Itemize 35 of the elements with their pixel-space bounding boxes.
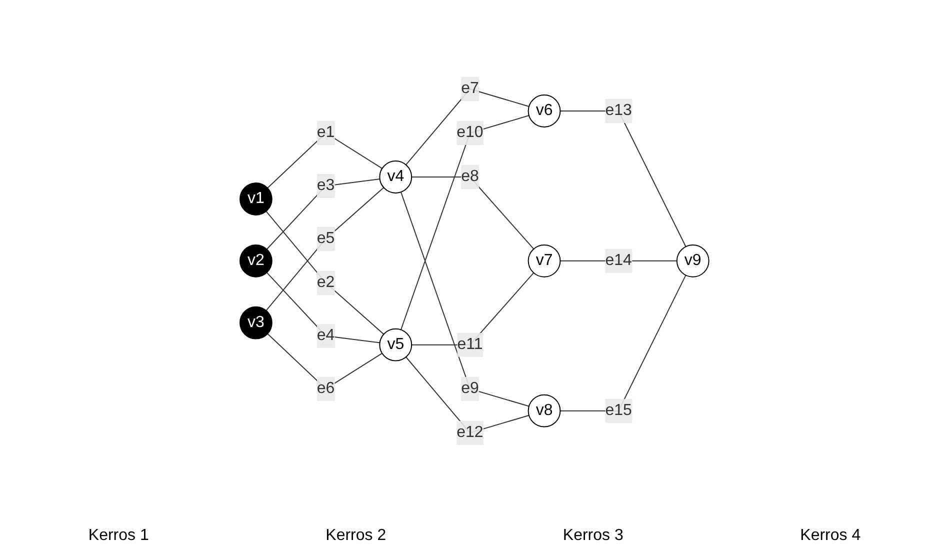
edge-label: e1	[316, 124, 335, 141]
node-circle: v7	[528, 244, 561, 277]
edge-label: e7	[461, 80, 479, 97]
edge-label: e6	[316, 379, 335, 396]
edge-label: e3	[316, 176, 335, 194]
layer-label: Kerros 1	[88, 527, 149, 545]
node-circle: v8	[528, 394, 561, 427]
connector	[266, 210, 384, 334]
connector	[411, 176, 534, 250]
edge-label: e15	[605, 401, 632, 418]
connector	[400, 191, 530, 406]
node-circle: v6	[528, 94, 561, 128]
edge-label: e11	[457, 335, 483, 352]
edge-label: e12	[456, 423, 484, 440]
edge-label: e14	[605, 252, 632, 268]
node-circle: v2	[240, 244, 272, 277]
node-circle: v9	[676, 244, 710, 277]
edge-label: e9	[461, 379, 479, 396]
node-circle: v1	[240, 182, 272, 216]
connector	[266, 178, 380, 250]
node-circle: v3	[240, 306, 272, 339]
node-circle: v4	[379, 160, 412, 194]
connector	[400, 114, 530, 330]
layer-label: Kerros 4	[800, 527, 861, 545]
edge-label: e4	[316, 326, 335, 344]
edge-label: e2	[316, 274, 335, 290]
connector	[266, 272, 380, 343]
layer-label: Kerros 3	[562, 527, 624, 545]
edge-label: e10	[456, 124, 484, 141]
edge-label: e8	[461, 168, 479, 185]
edge-label: e5	[316, 230, 335, 246]
layer-label: Kerros 2	[326, 527, 386, 545]
edge-label: e13	[605, 102, 632, 119]
node-circle: v5	[379, 328, 412, 361]
connector	[266, 186, 384, 311]
